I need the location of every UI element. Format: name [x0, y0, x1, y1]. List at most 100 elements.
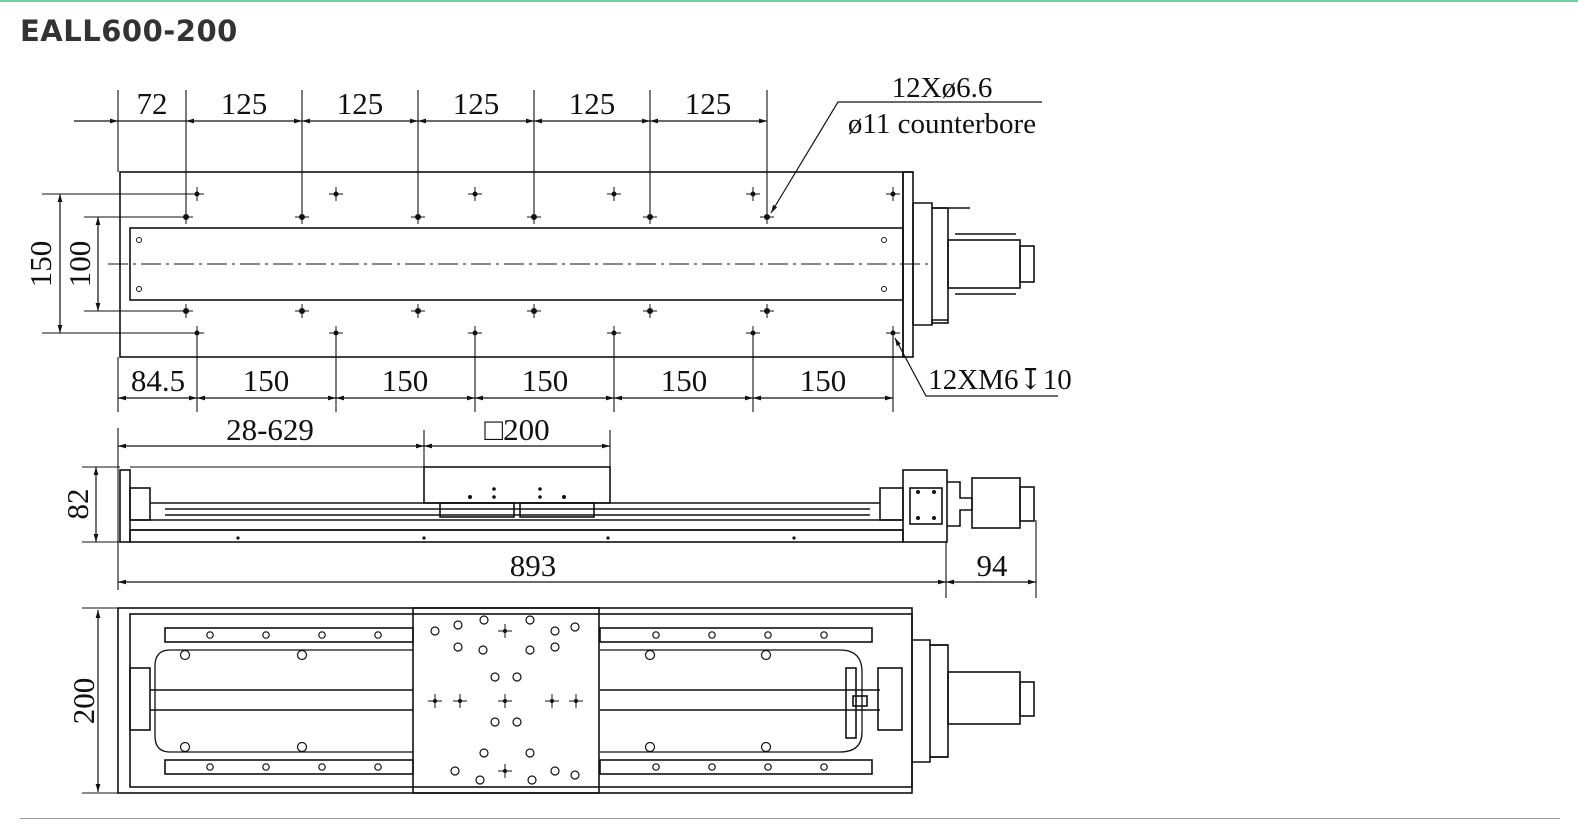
- top-accent-rule: [0, 0, 1578, 2]
- bottom-view: [82, 607, 1035, 794]
- motor-knob: [1019, 245, 1035, 283]
- block-bolt: [760, 741, 772, 753]
- rail-lower-left: [164, 759, 414, 775]
- thread-hole-mark: [329, 326, 343, 340]
- dim-height-outer: 150: [23, 241, 58, 288]
- carriage-hole: [570, 622, 580, 632]
- rail-bolt: [318, 631, 326, 639]
- dim-top-1: 125: [221, 86, 268, 121]
- rail-bolt: [262, 763, 270, 771]
- counterbore-hole-mark: [295, 304, 309, 318]
- block-bolt: [644, 649, 656, 661]
- side-view: [82, 428, 1037, 598]
- carriage-mark-mark: [569, 694, 583, 708]
- thread-hole-mark: [607, 326, 621, 340]
- motor-flange: [931, 207, 949, 324]
- dim-top-0: 72: [137, 86, 168, 121]
- carriage-hole: [430, 626, 440, 636]
- carriage-mark-mark: [498, 624, 512, 638]
- block-bolt: [644, 741, 656, 753]
- callout-holes-line2: ø11 counterbore: [848, 108, 1036, 140]
- rail-bolt: [206, 763, 214, 771]
- top-view: [42, 90, 1058, 412]
- carriage-hole: [525, 615, 535, 625]
- counterbore-hole-mark: [411, 210, 425, 224]
- rail-bolt: [764, 631, 772, 639]
- thread-hole-mark: [607, 187, 621, 201]
- dim-bottom-0: 84.5: [131, 363, 185, 398]
- rail-bolt: [820, 631, 828, 639]
- carriage-hole: [479, 748, 489, 758]
- dim-height-inner: 100: [62, 241, 97, 288]
- counterbore-hole-mark: [295, 210, 309, 224]
- carriage-hole: [453, 620, 463, 630]
- motor-body: [947, 239, 1021, 289]
- carriage-hole: [525, 748, 535, 758]
- block-bolt: [179, 649, 191, 661]
- bottom-outline: [117, 607, 913, 794]
- counterbore-hole-mark: [527, 304, 541, 318]
- dim-side-height: 82: [60, 489, 95, 520]
- dim-total-length: 893: [510, 548, 557, 583]
- callout-threads: 12XM6↧10: [928, 364, 1072, 396]
- counterbore-hole-mark: [179, 304, 193, 318]
- dim-bottom-1: 150: [243, 363, 290, 398]
- side-carriage: [423, 466, 611, 504]
- carriage-mark-mark: [498, 764, 512, 778]
- rail-bolt: [820, 763, 828, 771]
- counterbore-hole-mark: [760, 210, 774, 224]
- carriage-hole: [512, 717, 522, 727]
- bottom-divider: [20, 818, 1560, 819]
- carriage-hole: [570, 770, 580, 780]
- dim-stroke-range: 28-629: [226, 412, 314, 447]
- thread-hole-mark: [746, 187, 760, 201]
- carriage-hole: [550, 642, 560, 652]
- dim-motor-length: 94: [977, 548, 1009, 583]
- block-bolt: [296, 741, 308, 753]
- dim-top-5: 125: [685, 86, 732, 121]
- counterbore-hole-mark: [527, 210, 541, 224]
- carriage-hole: [450, 766, 460, 776]
- dim-top-3: 125: [453, 86, 500, 121]
- dim-top-2: 125: [337, 86, 384, 121]
- thread-hole-mark: [329, 187, 343, 201]
- bottom-carriage: [412, 607, 600, 794]
- counterbore-hole-mark: [643, 210, 657, 224]
- dim-bottom-4: 150: [661, 363, 708, 398]
- block-bolt: [760, 649, 772, 661]
- carriage-hole: [475, 775, 485, 785]
- rail-bolt: [318, 763, 326, 771]
- carriage-hole: [479, 615, 489, 625]
- carriage-mark-mark: [545, 694, 559, 708]
- dim-bottom-3: 150: [522, 363, 569, 398]
- rail-bolt: [764, 763, 772, 771]
- thread-hole-mark: [190, 326, 204, 340]
- carriage-hole: [550, 766, 560, 776]
- dim-top-4: 125: [569, 86, 616, 121]
- side-motor: [971, 477, 1021, 529]
- counterbore-hole-mark: [411, 304, 425, 318]
- side-view-labels: 28-629 □200 82 893 94: [60, 412, 1008, 583]
- rail-bolt: [206, 631, 214, 639]
- dim-bottom-2: 150: [382, 363, 429, 398]
- dim-bottom-width: 200: [66, 678, 101, 725]
- carriage-mark-mark: [453, 694, 467, 708]
- counterbore-hole-mark: [179, 210, 193, 224]
- carriage-mark-mark: [498, 694, 512, 708]
- dim-bottom-5: 150: [800, 363, 847, 398]
- thread-hole-mark: [886, 187, 900, 201]
- carriage-mark-mark: [428, 694, 442, 708]
- top-view-labels: 72 125 125 125 125 125 84.5 150 150 150 …: [23, 72, 1072, 398]
- rail-bolt: [374, 763, 382, 771]
- counterbore-hole-mark: [760, 304, 774, 318]
- rail-bolt: [652, 763, 660, 771]
- rail-lower-right: [599, 759, 873, 775]
- thread-hole-mark: [468, 187, 482, 201]
- carriage-hole: [478, 645, 488, 655]
- side-end-block: [902, 469, 948, 543]
- rail-upper-left: [164, 627, 414, 643]
- page-title: EALL600-200: [20, 14, 238, 48]
- carriage-hole: [453, 642, 463, 652]
- block-bolt: [296, 649, 308, 661]
